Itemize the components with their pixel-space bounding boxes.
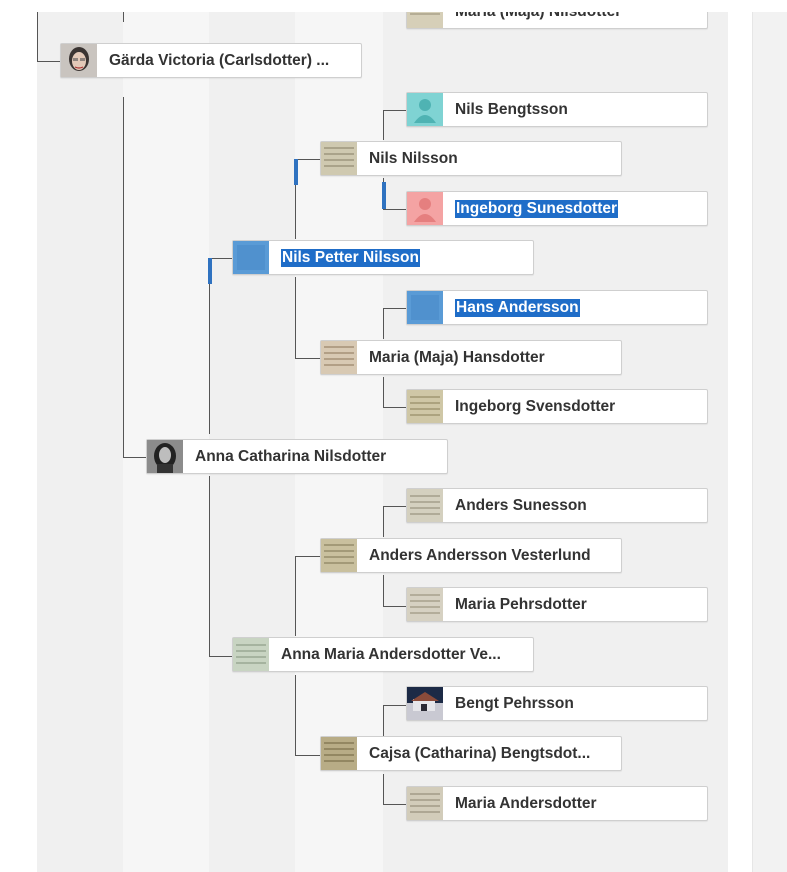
- person-card[interactable]: Nils Bengtsson: [406, 92, 708, 127]
- male-avatar-icon: [407, 93, 443, 126]
- person-card[interactable]: Nils Petter Nilsson: [232, 240, 534, 275]
- connector-line: [383, 804, 407, 805]
- person-name: Maria Andersdotter: [455, 795, 597, 812]
- generation-band: [123, 0, 209, 872]
- record-thumbnail: [321, 341, 357, 374]
- path-marker: [294, 159, 298, 185]
- connector-line: [383, 407, 407, 408]
- connector-line: [383, 377, 384, 407]
- connector-line: [383, 209, 407, 210]
- portrait-photo: [61, 44, 97, 77]
- person-name: Nils Petter Nilsson: [281, 249, 420, 267]
- person-name: Nils Bengtsson: [455, 101, 568, 118]
- record-thumbnail: [233, 241, 269, 274]
- person-card[interactable]: Cajsa (Catharina) Bengtsdot...: [320, 736, 622, 771]
- person-card[interactable]: Maria (Maja) Hansdotter: [320, 340, 622, 375]
- person-name: Maria Pehrsdotter: [455, 596, 587, 613]
- record-thumbnail: [407, 291, 443, 324]
- connector-line: [295, 556, 320, 557]
- person-name: Ingeborg Sunesdotter: [455, 200, 619, 218]
- connector-line: [295, 675, 296, 755]
- person-name: Bengt Pehrsson: [455, 695, 574, 712]
- person-name: Hans Andersson: [455, 299, 580, 317]
- record-thumbnail: [407, 787, 443, 820]
- person-card[interactable]: Anna Maria Andersdotter Ve...: [232, 637, 534, 672]
- connector-line: [383, 110, 384, 140]
- connector-line: [295, 556, 296, 636]
- record-thumbnail: [407, 489, 443, 522]
- connector-line: [295, 277, 296, 358]
- connector-line: [383, 774, 384, 804]
- connector-line: [383, 705, 384, 736]
- person-card[interactable]: Maria Pehrsdotter: [406, 587, 708, 622]
- connector-line: [123, 12, 124, 22]
- connector-line: [383, 506, 407, 507]
- connector-line: [383, 110, 407, 111]
- connector-line: [383, 308, 407, 309]
- connector-line: [37, 12, 38, 61]
- connector-line: [209, 476, 210, 656]
- connector-line: [209, 258, 210, 434]
- connector-line: [37, 61, 61, 62]
- connector-line: [383, 606, 407, 607]
- connector-line: [123, 97, 124, 457]
- person-card[interactable]: Hans Andersson: [406, 290, 708, 325]
- portrait-photo: [147, 440, 183, 473]
- connector-line: [295, 358, 320, 359]
- connector-line: [383, 705, 407, 706]
- connector-line: [295, 159, 320, 160]
- record-thumbnail: [321, 539, 357, 572]
- generation-band: [209, 0, 295, 872]
- generation-band: [37, 0, 123, 872]
- person-card[interactable]: Bengt Pehrsson: [406, 686, 708, 721]
- record-thumbnail: [407, 390, 443, 423]
- person-name: Ingeborg Svensdotter: [455, 398, 616, 415]
- connector-line: [383, 308, 384, 339]
- person-card[interactable]: Nils Nilsson: [320, 141, 622, 176]
- person-card[interactable]: Anna Catharina Nilsdotter: [146, 439, 448, 474]
- record-thumbnail: [233, 638, 269, 671]
- person-card[interactable]: Ingeborg Svensdotter: [406, 389, 708, 424]
- generation-band: [0, 0, 37, 872]
- record-thumbnail: [407, 588, 443, 621]
- person-card[interactable]: Ingeborg Sunesdotter: [406, 191, 708, 226]
- female-avatar-icon: [407, 192, 443, 225]
- connector-line: [295, 755, 320, 756]
- viewport-top-edge: [0, 0, 787, 12]
- connector-line: [295, 159, 296, 239]
- person-name: Anna Catharina Nilsdotter: [195, 448, 387, 465]
- person-card[interactable]: Anders Andersson Vesterlund: [320, 538, 622, 573]
- record-thumbnail: [321, 142, 357, 175]
- person-name: Anna Maria Andersdotter Ve...: [281, 646, 501, 663]
- portrait-photo: [407, 687, 443, 720]
- person-name: Cajsa (Catharina) Bengtsdot...: [369, 745, 591, 762]
- connector-line: [383, 575, 384, 606]
- connector-line: [209, 258, 233, 259]
- person-card[interactable]: Gärda Victoria (Carlsdotter) ...: [60, 43, 362, 78]
- generation-band: [728, 0, 752, 872]
- person-name: Anders Sunesson: [455, 497, 587, 514]
- person-card[interactable]: Anders Sunesson: [406, 488, 708, 523]
- path-marker: [382, 182, 386, 209]
- connector-line: [209, 656, 233, 657]
- record-thumbnail: [321, 737, 357, 770]
- person-card[interactable]: Maria Andersdotter: [406, 786, 708, 821]
- scrollbar-track[interactable]: [752, 0, 787, 872]
- person-name: Nils Nilsson: [369, 150, 458, 167]
- path-marker: [208, 258, 212, 284]
- connector-line: [123, 457, 147, 458]
- person-name: Maria (Maja) Hansdotter: [369, 349, 545, 366]
- person-name: Anders Andersson Vesterlund: [369, 547, 591, 564]
- person-name: Gärda Victoria (Carlsdotter) ...: [109, 52, 330, 69]
- connector-line: [383, 506, 384, 537]
